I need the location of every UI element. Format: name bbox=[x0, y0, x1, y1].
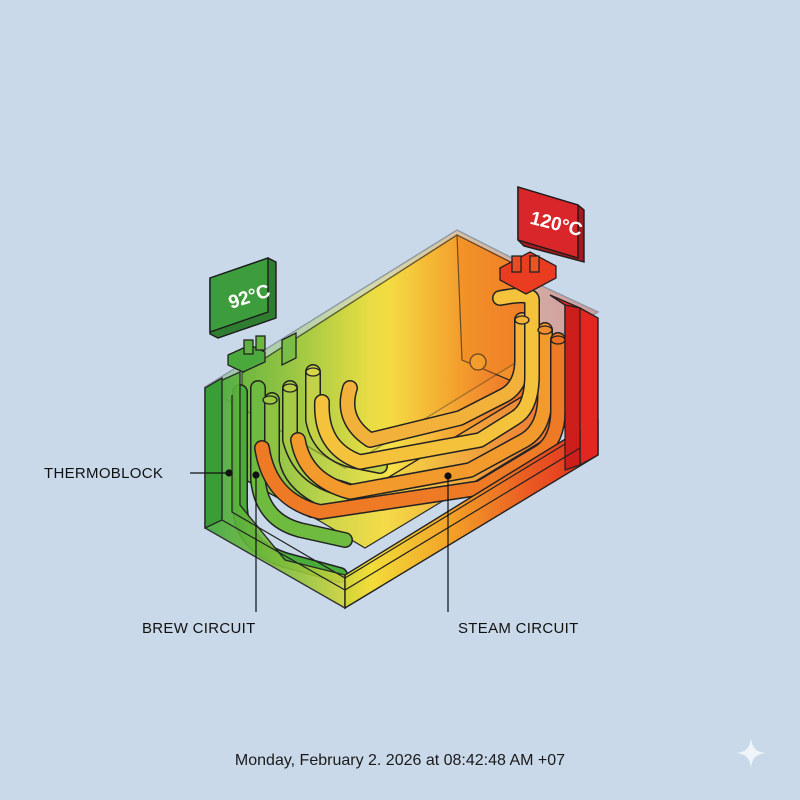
thermoblock-label: THERMOBLOCK bbox=[44, 465, 164, 482]
layer-lines bbox=[221, 395, 581, 591]
steam-temp-badge: 120°C bbox=[517, 186, 585, 263]
leader-lines bbox=[190, 469, 452, 612]
sparkle-icon bbox=[736, 738, 766, 768]
right-wall-face bbox=[564, 304, 581, 471]
brew-circuit-label: BREW CIRCUIT bbox=[142, 620, 256, 637]
brew-temp-badge: 92°C bbox=[209, 257, 277, 339]
timestamp-text: Monday, February 2. 2026 at 08:42:48 AM … bbox=[234, 752, 566, 769]
left-wall bbox=[204, 376, 223, 530]
steam-circuit-label: STEAM CIRCUIT bbox=[458, 620, 579, 637]
front-wall bbox=[204, 370, 346, 610]
steam-inlet-fitting bbox=[499, 251, 557, 295]
steam-circuit-pipes bbox=[254, 287, 566, 520]
brew-inlet-fitting bbox=[227, 331, 297, 373]
